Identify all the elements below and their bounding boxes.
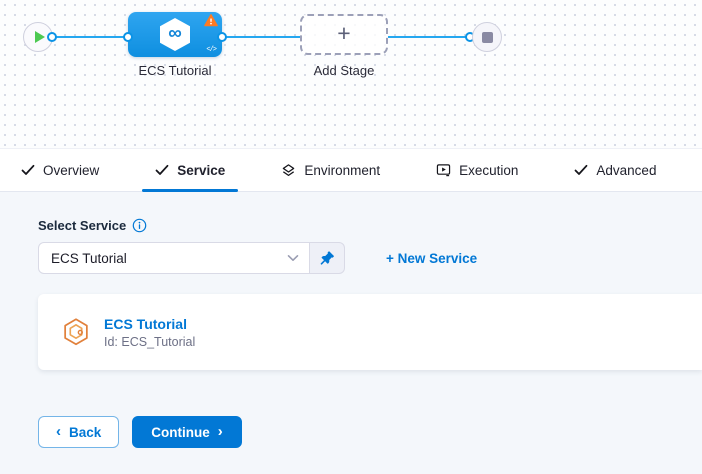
back-button[interactable]: ‹ Back xyxy=(38,416,120,448)
pipeline-edge xyxy=(53,36,128,38)
play-icon xyxy=(34,31,45,43)
pin-icon xyxy=(320,251,334,265)
tab-service[interactable]: Service xyxy=(142,149,239,192)
continue-button-label: Continue xyxy=(151,424,210,440)
stage-node-label: ECS Tutorial xyxy=(138,63,212,78)
pipeline-edge xyxy=(222,36,300,38)
code-icon[interactable]: </> xyxy=(206,46,217,54)
chevron-down-icon[interactable] xyxy=(287,254,309,262)
plus-icon: + xyxy=(337,19,351,46)
service-card-text: ECS Tutorial Id: ECS_Tutorial xyxy=(104,316,195,349)
tab-label: Service xyxy=(177,162,226,178)
service-hexagon-icon xyxy=(64,318,88,346)
edge-connector xyxy=(123,32,133,42)
stage-tabbar: Overview Service Environment Execution A… xyxy=(0,148,702,192)
stop-icon xyxy=(481,31,493,43)
layers-icon xyxy=(283,163,295,176)
service-card-id: Id: ECS_Tutorial xyxy=(104,334,196,349)
service-tab-panel: Select Service ECS Tutorial + New Servic… xyxy=(0,192,702,474)
edge-connector xyxy=(217,32,227,42)
tab-label: Advanced xyxy=(596,162,657,178)
tab-overview[interactable]: Overview xyxy=(8,149,112,191)
check-icon xyxy=(155,164,169,175)
service-card-title: ECS Tutorial xyxy=(104,315,187,332)
tab-advanced[interactable]: Advanced xyxy=(561,149,669,191)
tab-label: Environment xyxy=(304,162,381,178)
pipeline-end-node xyxy=(472,22,502,52)
add-stage-button[interactable]: + xyxy=(300,14,388,55)
check-icon xyxy=(575,164,588,175)
service-card[interactable]: ECS Tutorial Id: ECS_Tutorial xyxy=(38,294,702,370)
stage-node-ecs-tutorial[interactable]: ∞ </> xyxy=(128,12,222,57)
back-button-label: Back xyxy=(69,424,102,440)
info-icon[interactable] xyxy=(132,218,147,233)
pipeline-edge xyxy=(388,36,468,38)
chevron-left-icon: ‹ xyxy=(56,423,61,440)
edge-connector xyxy=(47,32,57,42)
tab-execution[interactable]: Execution xyxy=(423,149,531,191)
new-service-link[interactable]: + New Service xyxy=(386,250,478,266)
play-box-icon xyxy=(436,164,451,177)
check-icon xyxy=(21,164,35,175)
harness-cd-icon: ∞ xyxy=(160,18,190,51)
service-select-value: ECS Tutorial xyxy=(51,250,127,266)
chevron-right-icon: › xyxy=(217,423,223,440)
warning-icon[interactable] xyxy=(204,14,218,27)
tab-label: Execution xyxy=(459,162,519,178)
select-service-label: Select Service xyxy=(38,218,127,233)
pipeline-canvas: ∞ </> ECS Tutorial + Add Stage xyxy=(0,0,702,148)
add-stage-label: Add Stage xyxy=(313,63,375,78)
service-select[interactable]: ECS Tutorial xyxy=(38,242,310,274)
tab-label: Overview xyxy=(43,162,100,178)
tab-environment[interactable]: Environment xyxy=(268,149,393,191)
continue-button[interactable]: Continue › xyxy=(132,416,242,448)
pin-button[interactable] xyxy=(310,242,345,274)
infinity-glyph: ∞ xyxy=(168,23,182,44)
